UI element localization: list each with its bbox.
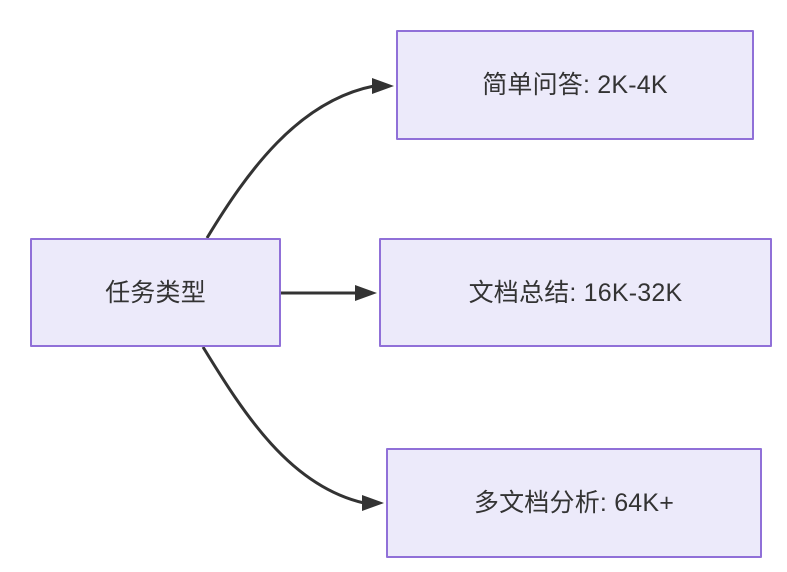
node-document-summary-label: 文档总结: 16K-32K bbox=[468, 278, 683, 307]
node-simple-qa-label: 简单问答: 2K-4K bbox=[482, 71, 668, 99]
arrow-head-icon bbox=[355, 285, 377, 301]
edge-source-to-multi bbox=[201, 346, 384, 511]
node-task-type[interactable]: 任务类型 bbox=[30, 238, 281, 347]
node-multi-document-analysis[interactable]: 多文档分析: 64K+ bbox=[386, 448, 762, 558]
edge-source-to-simple bbox=[205, 78, 394, 239]
edge-source-to-multi-path bbox=[201, 346, 365, 505]
edge-source-to-summary bbox=[281, 285, 377, 301]
node-document-summary[interactable]: 文档总结: 16K-32K bbox=[379, 238, 772, 347]
arrow-head-icon bbox=[362, 495, 384, 511]
edge-source-to-simple-path bbox=[205, 84, 375, 239]
node-multi-document-analysis-label: 多文档分析: 64K+ bbox=[473, 489, 675, 517]
node-simple-qa[interactable]: 简单问答: 2K-4K bbox=[396, 30, 754, 140]
arrow-head-icon bbox=[372, 78, 394, 94]
node-task-type-label: 任务类型 bbox=[105, 278, 206, 307]
